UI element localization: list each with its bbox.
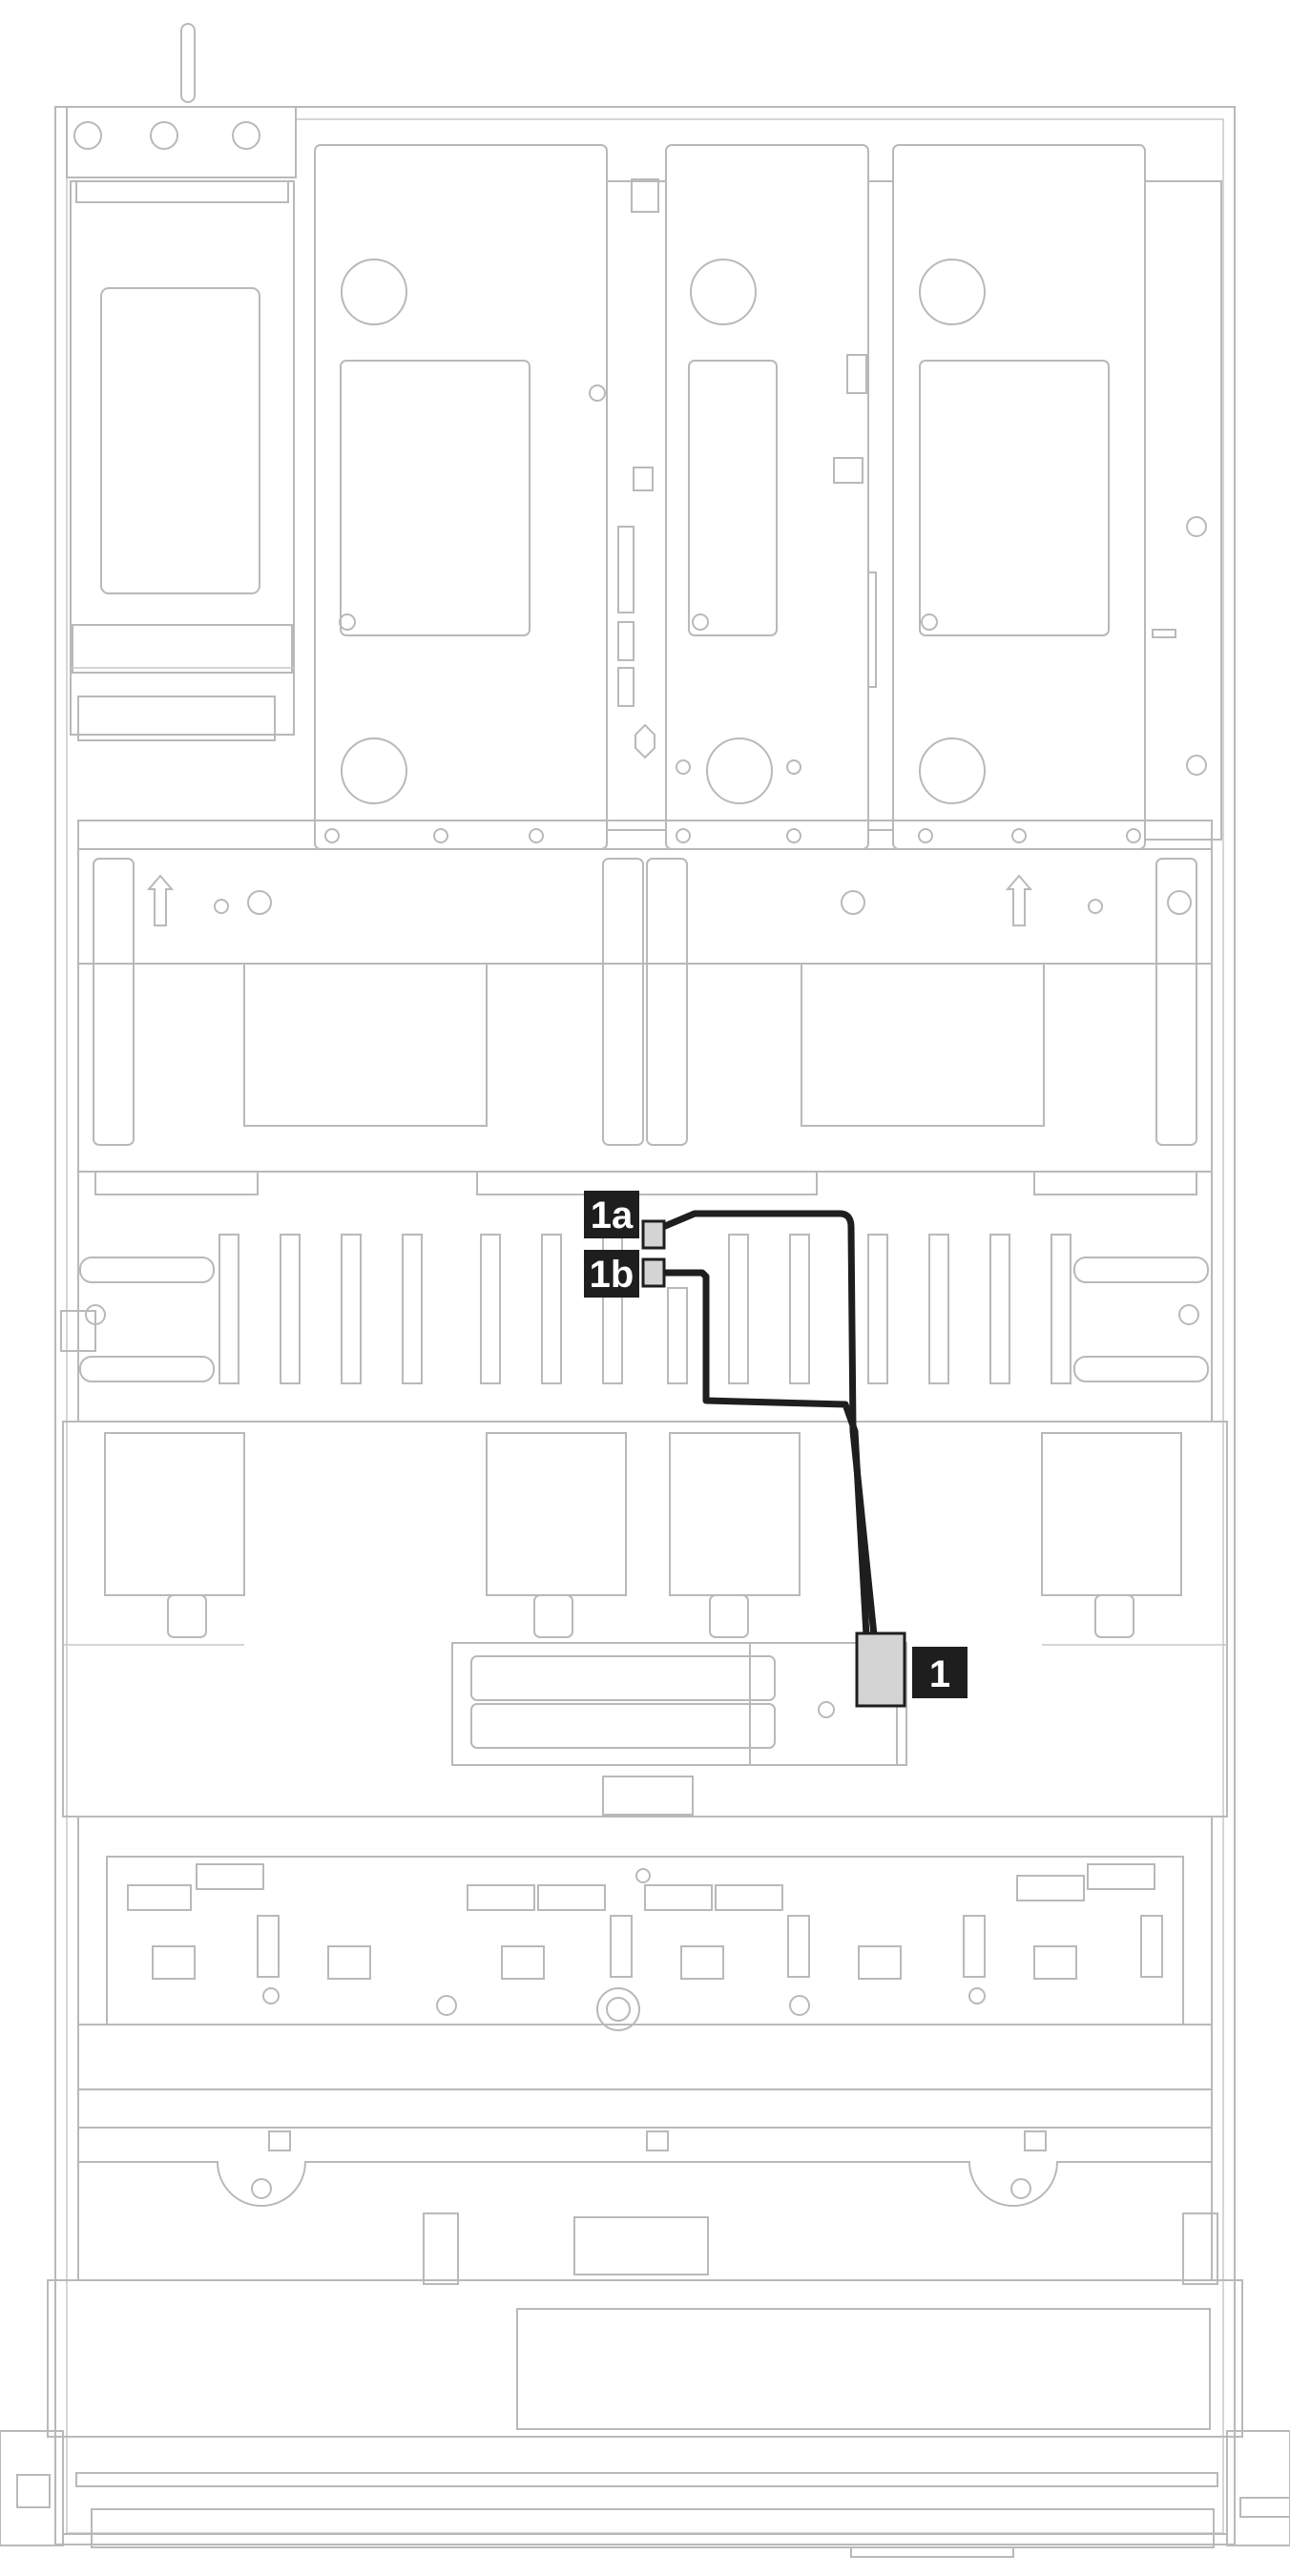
- riser-cage-2: [665, 144, 869, 850]
- rear-drive-bay: [70, 180, 295, 741]
- callout-1-label: 1: [929, 1653, 950, 1695]
- connector-1b: [641, 1257, 666, 1288]
- callout-1b-label: 1b: [590, 1254, 635, 1296]
- m2-adapter-board: [451, 1642, 907, 1766]
- cable-1b: [655, 1269, 870, 1639]
- fan-cage: [77, 820, 1213, 1173]
- connector-slots: [218, 1234, 1072, 1384]
- system-board-top: [589, 178, 1222, 841]
- connector-1a: [641, 1219, 666, 1250]
- backplane-area: [77, 1776, 1213, 2031]
- cable-1a: [655, 1210, 878, 1639]
- riser-cage-1: [314, 144, 608, 850]
- callout-1: 1: [912, 1647, 968, 1698]
- front-drive-cage: [77, 2024, 1218, 2285]
- connectors: [641, 1219, 906, 1708]
- connector-1: [855, 1631, 906, 1708]
- front-panel: [0, 2279, 1290, 2558]
- chassis-handle: [66, 23, 297, 178]
- callout-1b: 1b: [584, 1250, 639, 1298]
- cable-routing: [655, 1210, 878, 1639]
- riser-cage-3: [892, 144, 1146, 850]
- callout-1a-label: 1a: [591, 1195, 634, 1236]
- callout-1a: 1a: [584, 1191, 639, 1238]
